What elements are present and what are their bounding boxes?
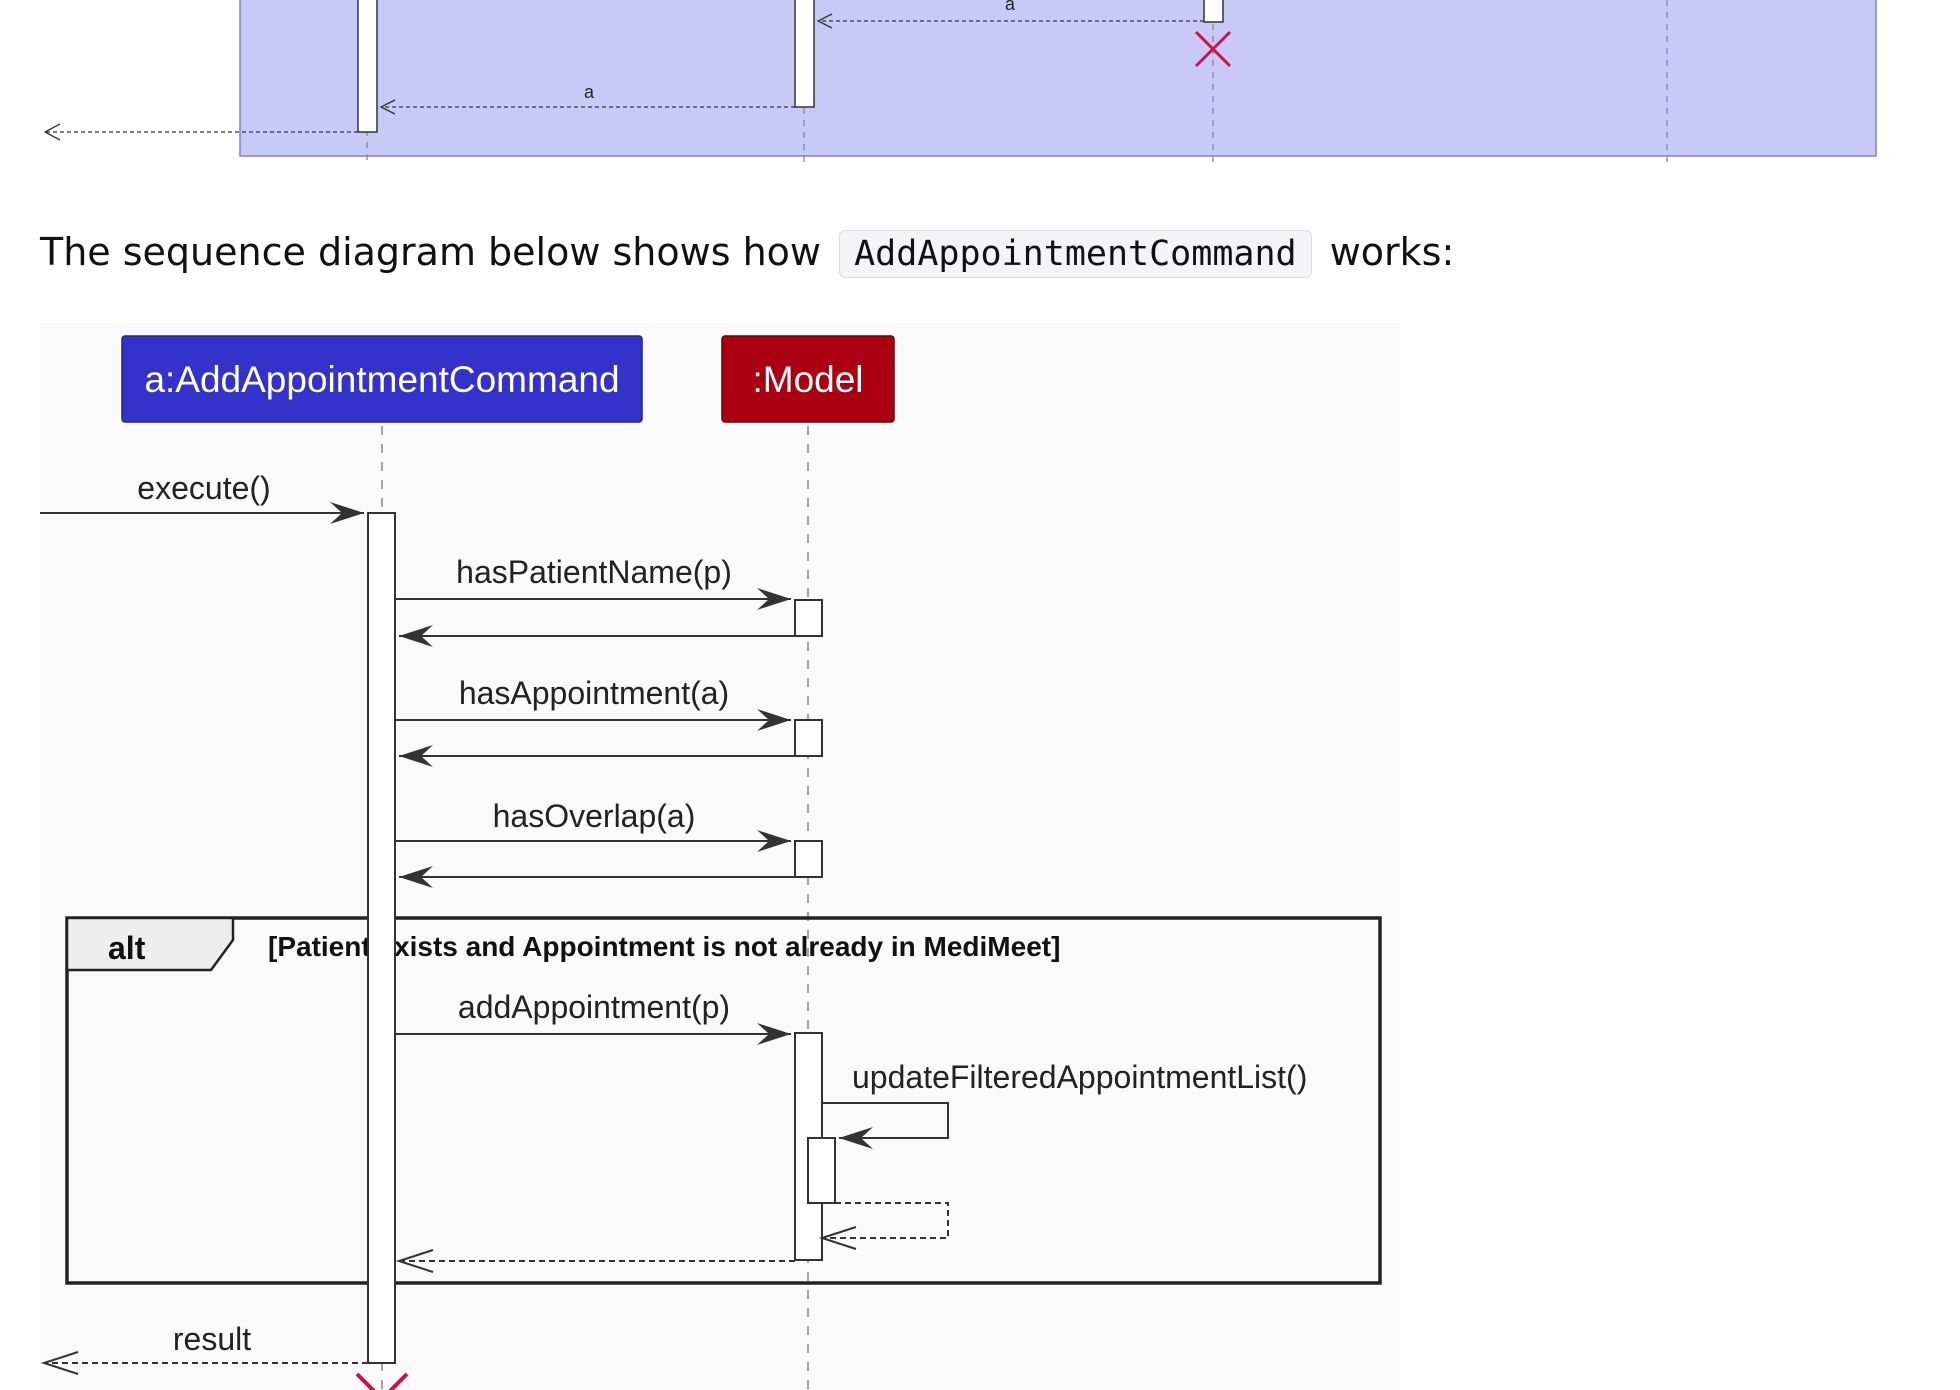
destroy-mark — [355, 1372, 409, 1390]
message-has-patient-name — [395, 588, 795, 647]
top-activation-2 — [794, 0, 815, 108]
alt-keyword: alt — [108, 930, 146, 966]
message-label-has-patient-name: hasPatientName(p) — [456, 554, 732, 590]
activation-model-1 — [794, 599, 823, 637]
top-message-label-2: a — [584, 82, 595, 102]
return-update-filtered-list — [818, 1202, 949, 1250]
intro-paragraph: The sequence diagram below shows how Add… — [40, 224, 1454, 282]
diagram-background — [40, 323, 1400, 1390]
top-diagram-frame — [239, 0, 1877, 157]
alt-guard: [Patient exists and Appointment is not a… — [268, 931, 1060, 962]
return-add-appointment — [395, 1249, 795, 1273]
message-has-appointment — [395, 709, 795, 767]
top-message-label-1: a — [1005, 0, 1016, 14]
activation-model-2 — [794, 719, 823, 757]
participant-add-appointment-command: a:AddAppointmentCommand — [121, 335, 643, 423]
top-lifelines — [366, 0, 1668, 165]
participant-label-command: a:AddAppointmentCommand — [144, 359, 619, 400]
message-label-execute: execute() — [137, 470, 270, 506]
participant-model: :Model — [721, 335, 895, 423]
message-execute — [40, 502, 364, 524]
message-label-add-appointment: addAppointment(p) — [458, 989, 730, 1025]
inline-code: AddAppointmentCommand — [839, 230, 1312, 278]
activation-model-nested — [807, 1137, 836, 1204]
alt-fragment: alt [Patient exists and Appointment is n… — [65, 916, 1382, 1285]
add-appointment-sequence-diagram: a:AddAppointmentCommand :Model alt [Pati… — [40, 323, 1400, 1390]
activation-model-3 — [794, 840, 823, 878]
previous-sequence-diagram: a a — [43, 0, 1877, 165]
message-label-has-appointment: hasAppointment(a) — [459, 675, 729, 711]
message-label-has-overlap: hasOverlap(a) — [493, 798, 696, 834]
message-add-appointment — [395, 1023, 791, 1045]
intro-text-after: works: — [1329, 230, 1455, 274]
top-destroy-mark — [1194, 30, 1232, 68]
intro-text-before: The sequence diagram below shows how — [40, 230, 822, 274]
message-has-overlap — [395, 830, 795, 888]
activation-command — [367, 512, 396, 1364]
top-activation-3 — [1203, 0, 1224, 23]
message-label-update-filtered: updateFilteredAppointmentList() — [852, 1059, 1307, 1095]
participant-label-model: :Model — [752, 359, 863, 400]
message-label-result: result — [173, 1321, 251, 1357]
top-activation-1 — [357, 0, 378, 133]
top-return-arrows — [43, 13, 1204, 141]
return-result — [40, 1351, 368, 1375]
message-update-filtered-list — [822, 1102, 949, 1149]
